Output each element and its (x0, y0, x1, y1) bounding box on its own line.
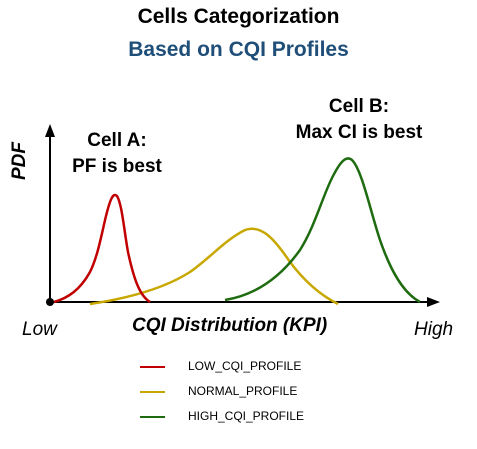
cell-b-annotation: Cell B: Max CI is best (276, 94, 442, 146)
cell-a-annotation: Cell A: PF is best (56, 128, 178, 180)
x-axis-label: CQI Distribution (KPI) (132, 315, 328, 336)
cell-a-title: Cell A: (87, 130, 147, 151)
legend-label-normal: NORMAL_PROFILE (188, 384, 298, 398)
legend-item-high-cqi: HIGH_CQI_PROFILE (140, 408, 360, 426)
legend-label-low: LOW_CQI_PROFILE (188, 359, 302, 373)
low-cqi-profile-curve (53, 193, 151, 304)
diagram-subtitle: Based on CQI Profiles (128, 38, 349, 61)
high-cqi-profile-curve (224, 157, 421, 304)
axis-origin (46, 298, 54, 306)
x-axis (50, 297, 440, 307)
x-axis-low-label: Low (22, 319, 57, 340)
legend-swatch-low (140, 366, 165, 368)
legend-item-low-cqi: LOW_CQI_PROFILE (140, 358, 360, 376)
legend-swatch-normal (140, 391, 165, 393)
x-axis-high-label: High (414, 319, 454, 340)
legend-item-normal: NORMAL_PROFILE (140, 383, 360, 401)
legend-label-high: HIGH_CQI_PROFILE (188, 409, 305, 423)
diagram-title: Cells Categorization (137, 5, 340, 28)
cell-b-title: Cell B: (328, 96, 390, 117)
cell-a-note: PF is best (72, 156, 162, 177)
cell-b-note: Max CI is best (295, 122, 423, 143)
legend-swatch-high (140, 416, 165, 418)
y-axis (45, 124, 55, 302)
y-axis-label: PDF (9, 142, 30, 180)
normal-profile-curve (89, 227, 339, 306)
